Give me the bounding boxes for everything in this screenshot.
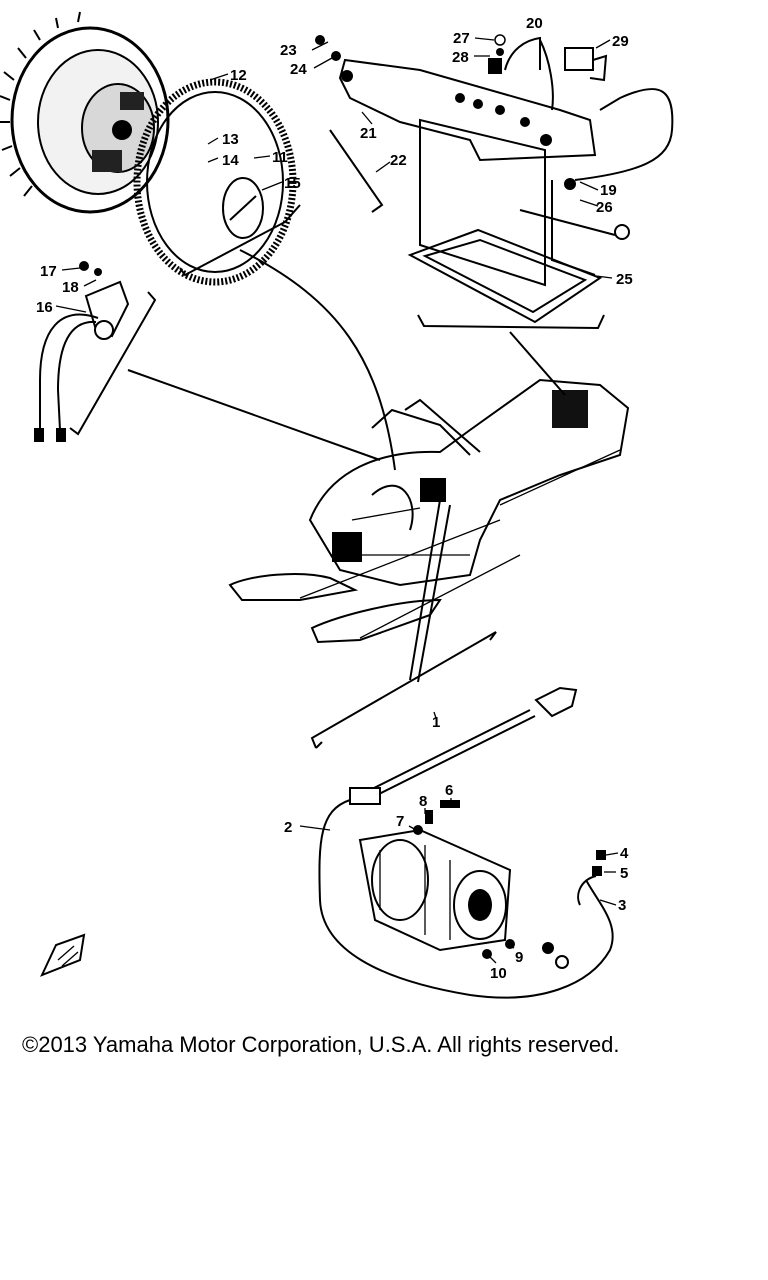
callout-labels: 1 2 3 4 5 6 7 8 9 10 11 12 13 14 15 16 1… [36,15,633,982]
callout-17: 17 [40,263,57,280]
callout-16: 16 [36,299,53,316]
bracket-battery [417,314,605,330]
callout-28: 28 [452,49,469,66]
callout-12: 12 [230,67,247,84]
callout-20: 20 [526,15,543,32]
callout-26: 26 [596,199,613,216]
flywheel-magneto [0,11,170,214]
leader-starter-b [417,504,451,683]
callout-29: 29 [612,33,629,50]
callout-27: 27 [453,30,470,47]
leader-rectifier [127,369,381,461]
front-direction-arrow-icon [40,933,86,977]
callout-19: 19 [600,182,617,199]
callout-14: 14 [222,152,239,169]
leader-battery [509,331,566,396]
callout-9: 9 [515,949,523,966]
callout-25: 25 [616,271,633,288]
bracket-ring-gear [179,204,301,277]
callout-7: 7 [396,813,404,830]
bracket-starter [310,631,497,749]
battery-assembly [315,34,674,324]
callout-10: 10 [490,965,507,982]
bracket-starter-lower [315,741,323,749]
leader-starter-a [409,499,441,681]
callout-18: 18 [62,279,79,296]
callout-6: 6 [445,782,453,799]
callout-4: 4 [620,845,629,862]
callout-21: 21 [360,125,377,142]
copyright-notice: ©2013 Yamaha Motor Corporation, U.S.A. A… [22,1032,620,1057]
callout-8: 8 [419,793,427,810]
callout-24: 24 [290,61,307,78]
ring-gear [133,78,297,286]
callout-leaders [55,37,619,964]
rectifier-assembly [34,261,130,442]
callout-11: 11 [272,149,288,166]
callout-5: 5 [620,865,628,882]
callout-15: 15 [284,175,301,192]
starter-motor-assembly [318,686,614,999]
callout-13: 13 [222,131,239,148]
callout-2: 2 [284,819,292,836]
callout-22: 22 [390,152,407,169]
callout-23: 23 [280,42,297,59]
callout-3: 3 [618,897,626,914]
leader-ring-gear [239,249,396,471]
parts-diagram: 1 2 3 4 5 6 7 8 9 10 11 12 13 14 15 16 1… [0,11,674,999]
bracket-rectifier [69,291,157,436]
snowmobile-illustration [228,378,630,644]
callout-1: 1 [432,714,440,731]
